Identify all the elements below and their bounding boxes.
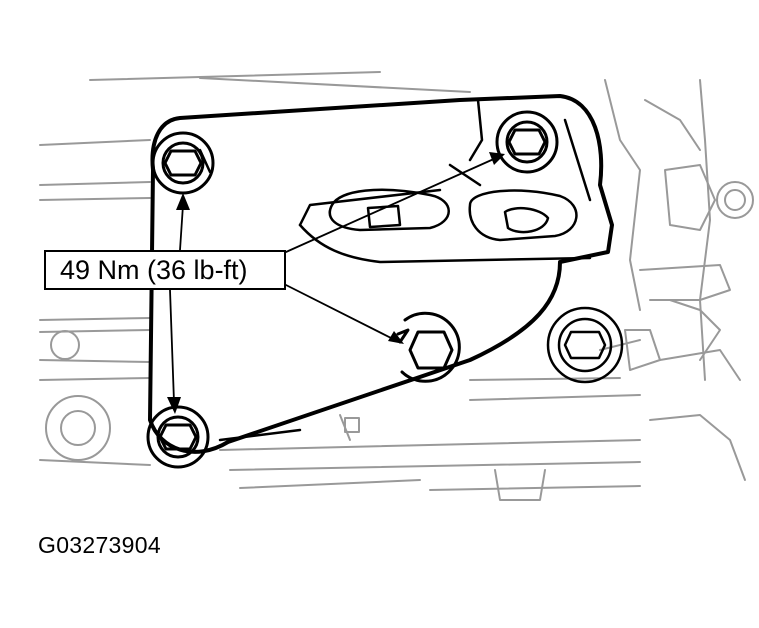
bolt-bottom-left (146, 405, 210, 469)
background-bolt (546, 306, 624, 384)
bolt-top-right (495, 110, 559, 174)
torque-callout-box (44, 250, 286, 290)
figure-id-label: G03273904 (38, 532, 161, 558)
slot-cutout-right (468, 189, 578, 242)
bolt-center (396, 311, 461, 383)
background-engine-linework (39, 71, 754, 501)
callout-leader-lines (169, 157, 497, 403)
bolt-top-left (151, 131, 215, 195)
callout-arrowheads (167, 152, 505, 414)
torque-callout-label: 49 Nm (36 lb-ft) (60, 255, 248, 285)
